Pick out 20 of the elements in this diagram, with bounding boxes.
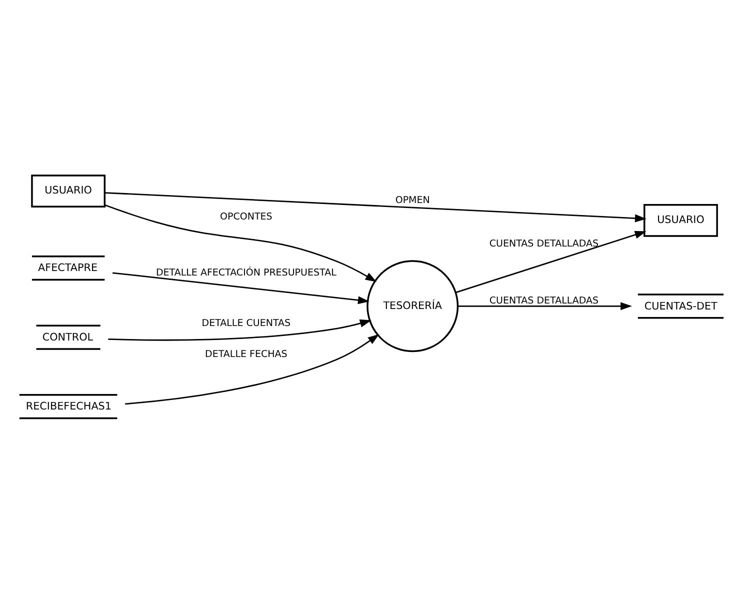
arrow <box>104 192 646 222</box>
arrow <box>458 302 632 310</box>
arrow <box>456 230 646 293</box>
node-box: USUARIO <box>31 174 106 207</box>
edge-label: OPMEN <box>395 194 430 206</box>
edge-label: CUENTAS DETALLADAS <box>489 294 599 306</box>
edge-label: DETALLE CUENTAS <box>202 317 291 328</box>
node-text: RECIBEFECHAS1 <box>26 400 112 412</box>
arrow <box>112 272 370 304</box>
edge-label: DETALLE FECHAS <box>205 348 288 360</box>
node-text: AFECTAPRE <box>38 262 98 274</box>
edge-label: OPCONTES <box>220 210 272 222</box>
node-text: CUENTAS-DET <box>644 300 718 312</box>
arrow <box>125 334 380 404</box>
arrow <box>104 204 377 282</box>
edge-label: CUENTAS DETALLADAS <box>489 238 599 249</box>
arrow <box>108 318 372 340</box>
edge-label: DETALLE AFECTACIÓN PRESUPUESTAL <box>156 267 336 278</box>
node-text: CONTROL <box>42 330 94 343</box>
node-box: USUARIO <box>644 204 718 236</box>
